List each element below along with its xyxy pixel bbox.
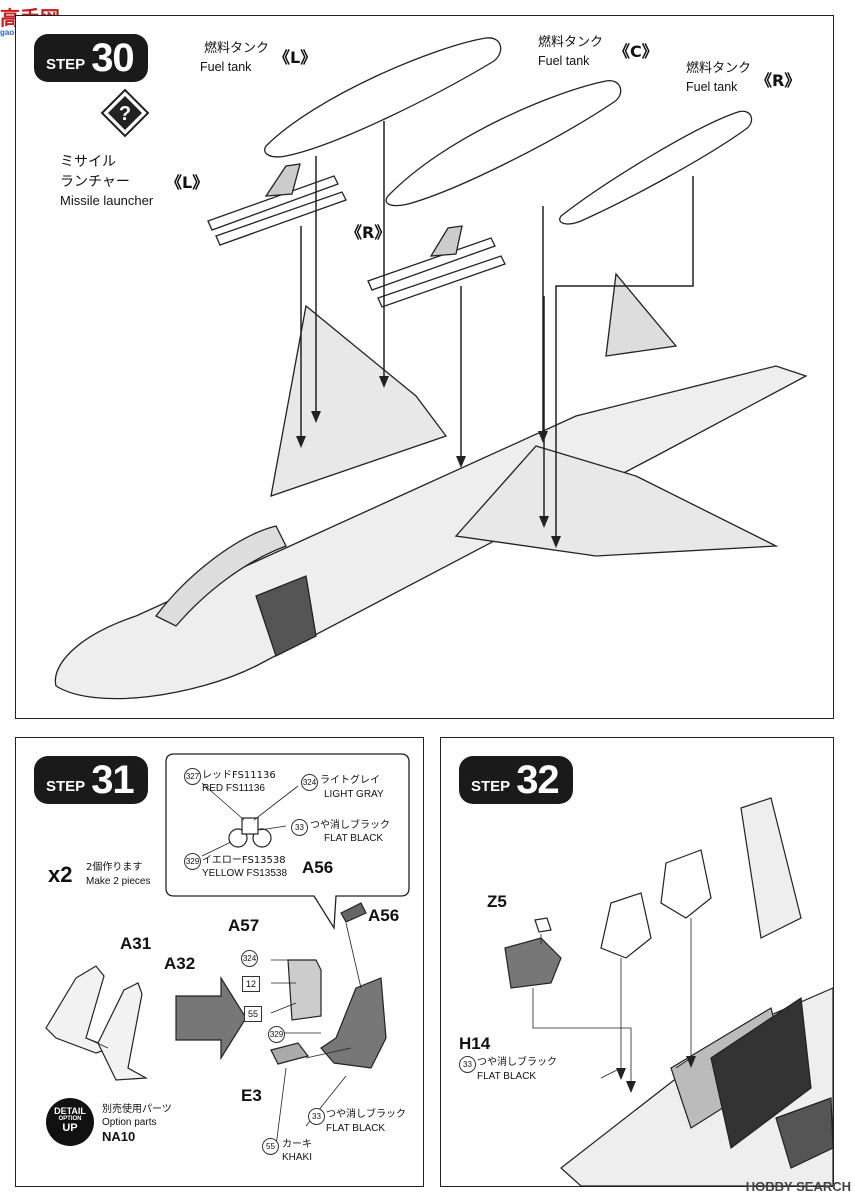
fuel-l-jp: 燃料タンク: [204, 41, 270, 56]
callout-code-327: 327: [184, 768, 201, 785]
flat-black-en: FLAT BLACK: [326, 1123, 386, 1134]
fuel-l-tag: 《L》: [274, 48, 317, 67]
qty-mult: x2: [48, 862, 73, 887]
step31-panel: STEP 31 327 レッドFS11136 RED FS1: [15, 737, 424, 1187]
callout-red-jp: レッドFS11136: [202, 770, 276, 781]
part-a31: A31: [120, 934, 152, 953]
step30-number: 30: [91, 35, 134, 80]
part-e3: E3: [241, 1086, 262, 1105]
part-a56: A56: [368, 906, 400, 925]
step32-number: 32: [516, 757, 559, 802]
callout-yellow-en: YELLOW FS13538: [202, 868, 288, 879]
code-55: 55: [244, 1006, 262, 1022]
khaki-jp: カーキ: [282, 1139, 312, 1150]
fuel-c-tag: 《C》: [614, 42, 658, 61]
step32-panel: STEP 32 Z5 H14 33 つや消しブラック FLAT BLACK: [440, 737, 834, 1187]
step31-badge: STEP 31: [34, 756, 148, 804]
callout-code-33: 33: [291, 819, 308, 836]
detail-jp: 別売使用パーツ: [102, 1104, 172, 1115]
detail-en: Option parts: [102, 1117, 157, 1128]
step30-badge: STEP 30: [34, 34, 148, 82]
flat-black-code: 33: [308, 1108, 325, 1125]
fuel-c-en: Fuel tank: [538, 54, 590, 68]
hobbysearch-watermark: HOBBY SEARCH: [746, 1179, 851, 1194]
step32-flat-black-jp: つや消しブラック: [477, 1057, 557, 1068]
detail-up-badge: DETAIL OPTION UP: [46, 1098, 94, 1146]
callout-gray-en: LIGHT GRAY: [324, 789, 384, 800]
missile-l-tag: 《L》: [166, 173, 209, 192]
step31-number: 31: [91, 757, 134, 802]
part-a32: A32: [164, 954, 196, 973]
detail-l2: OPTION: [58, 1116, 82, 1122]
cockpit-drawing: [504, 797, 834, 1187]
part-a57: A57: [228, 916, 260, 935]
callout-black-jp: つや消しブラック: [310, 820, 390, 831]
step32-word: STEP: [471, 777, 511, 795]
step32-badge: STEP 32: [459, 756, 573, 804]
callout-gray-jp: ライトグレイ: [320, 775, 380, 786]
callout-yellow-jp: イエローFS13538: [202, 855, 286, 866]
fuel-r-en: Fuel tank: [686, 80, 738, 94]
flat-black-jp: つや消しブラック: [326, 1109, 406, 1120]
step32-flat-black-en: FLAT BLACK: [477, 1071, 537, 1082]
step31-word: STEP: [46, 777, 86, 795]
missile-r-tag: 《R》: [346, 223, 391, 242]
qty-en: Make 2 pieces: [86, 876, 151, 887]
part-z5: Z5: [487, 892, 507, 911]
detail-part: NA10: [102, 1129, 136, 1144]
step30-word: STEP: [46, 55, 86, 73]
code-12: 12: [242, 976, 260, 992]
callout-red-en: RED FS11136: [202, 783, 265, 794]
callout-code-324: 324: [301, 774, 318, 791]
callout-part-a56: A56: [302, 858, 334, 877]
missile-l-jp1: ミサイル: [60, 154, 116, 170]
missile-l-en: Missile launcher: [60, 193, 154, 208]
callout-code-329: 329: [184, 853, 201, 870]
flip-icon: ?: [100, 88, 150, 138]
detail-l3: UP: [62, 1122, 78, 1134]
khaki-code: 55: [262, 1138, 279, 1155]
step30-panel: STEP 30 ? 燃料タンク Fuel tank 《L》 燃料タンク Fuel…: [15, 15, 834, 719]
fuel-c-jp: 燃料タンク: [538, 35, 604, 50]
code-329: 329: [268, 1026, 285, 1043]
aircraft-drawing: [54, 37, 808, 700]
part-h14: H14: [459, 1034, 491, 1053]
qty-jp: 2個作ります: [86, 862, 143, 873]
callout-black-en: FLAT BLACK: [324, 833, 384, 844]
svg-text:?: ?: [119, 103, 131, 125]
fuel-l-en: Fuel tank: [200, 60, 252, 74]
code-324: 324: [241, 950, 258, 967]
callout-bubble: [45, 753, 410, 1147]
hobbysearch-brand: HOBBY SEARCH: [745, 1179, 851, 1194]
missile-l-jp2: ランチャー: [60, 174, 130, 190]
fuel-r-jp: 燃料タンク: [686, 61, 752, 76]
detail-l1: DETAIL: [54, 1106, 86, 1116]
step32-flat-black-code: 33: [459, 1056, 476, 1073]
khaki-en: KHAKI: [282, 1152, 313, 1163]
fuel-r-tag: 《R》: [756, 71, 801, 90]
